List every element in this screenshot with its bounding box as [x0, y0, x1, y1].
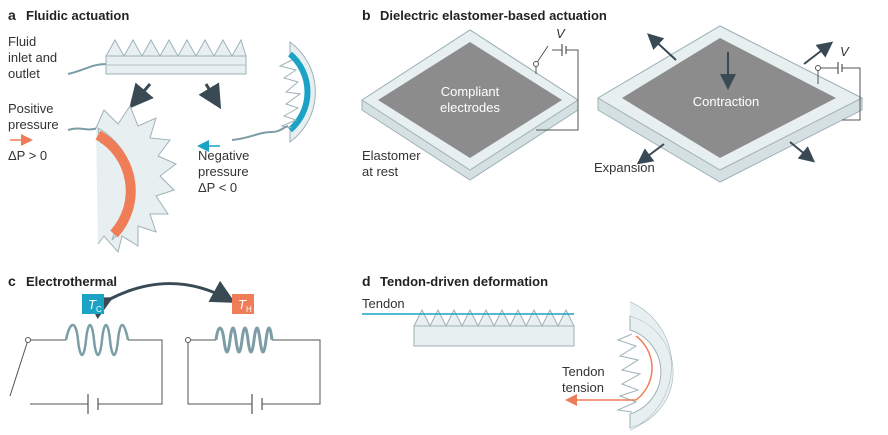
panel-b: b Dielectric elastomer-based actuation C…: [361, 7, 864, 183]
flat-actuator-teeth: [105, 38, 247, 58]
expansion-arrow-se: [789, 141, 816, 163]
thermal-cycle-arrow: [86, 280, 236, 319]
th-sub: H: [246, 305, 252, 314]
hot-spring-coil: [214, 326, 274, 354]
panel-c: c Electrothermal T C T H: [8, 273, 321, 414]
compliant-electrode: [378, 42, 562, 158]
hot-temperature-badge: [232, 294, 254, 314]
positive-inlet-tube: [67, 127, 99, 131]
panel-a-letter: a: [8, 7, 16, 23]
compliant-label-1: Compliant: [441, 84, 500, 99]
panel-a: a Fluidic actuation Fluid inlet and outl…: [8, 7, 316, 254]
tendon-curved-teeth: [616, 333, 642, 413]
negative-inlet-tube: [231, 125, 289, 141]
arrow-to-positive: [129, 82, 154, 109]
elastomer-label-2: at rest: [362, 164, 399, 179]
fluid-label-1: Fluid: [8, 34, 36, 49]
contraction-label: Contraction: [693, 94, 759, 109]
positive-equation: ΔP > 0: [8, 148, 47, 163]
fluid-label-2: inlet and: [8, 50, 57, 65]
panel-d-title: Tendon-driven deformation: [380, 274, 548, 289]
negative-equation: ΔP < 0: [198, 180, 237, 195]
negative-actuator-channel: [287, 51, 311, 133]
hot-circuit-wire: [187, 339, 321, 405]
panel-c-letter: c: [8, 273, 16, 289]
panel-a-title: Fluidic actuation: [26, 8, 129, 23]
fluid-label-3: outlet: [8, 66, 40, 81]
panel-d: d Tendon-driven deformation Tendon Tendo…: [362, 273, 674, 431]
cold-circuit-wire: [28, 339, 163, 405]
negative-label-2: pressure: [198, 164, 249, 179]
cold-temperature-badge: [82, 294, 104, 314]
voltage-label-rest: V: [556, 26, 566, 41]
positive-actuator-outer-teeth: [95, 104, 177, 254]
tendon-cable-curved: [600, 335, 653, 401]
voltage-label-active: V: [840, 44, 850, 59]
fluid-inlet-tube: [67, 63, 107, 75]
positive-actuator-chamber: [95, 130, 136, 238]
arrow-to-negative: [198, 82, 222, 110]
positive-label-1: Positive: [8, 101, 54, 116]
panel-b-letter: b: [362, 7, 371, 23]
negative-actuator-teeth: [278, 59, 302, 129]
expansion-label: Expansion: [594, 160, 655, 175]
tc-sub: C: [96, 305, 102, 314]
expansion-arrow-ne: [803, 41, 834, 65]
elastomer-label-1: Elastomer: [362, 148, 421, 163]
positive-label-2: pressure: [8, 117, 59, 132]
th-main: T: [238, 297, 247, 312]
cold-spring-coil: [64, 323, 130, 357]
tc-main: T: [88, 297, 97, 312]
panel-d-letter: d: [362, 273, 371, 289]
negative-label-1: Negative: [198, 148, 249, 163]
expansion-arrow-sw: [636, 143, 665, 165]
panel-c-title: Electrothermal: [26, 274, 117, 289]
tendon-tension-label-2: tension: [562, 380, 604, 395]
tendon-flat-body: [413, 325, 575, 347]
compliant-label-2: electrodes: [440, 100, 500, 115]
panel-b-title: Dielectric elastomer-based actuation: [380, 8, 607, 23]
active-electrode: [622, 38, 836, 158]
expansion-arrow-nw: [647, 33, 677, 61]
rest-circuit-switch: [535, 45, 549, 65]
cold-circuit-switch: [9, 339, 29, 397]
tendon-label: Tendon: [362, 296, 405, 311]
tendon-tension-label-1: Tendon: [562, 364, 605, 379]
tendon-flat-teeth: [413, 308, 575, 328]
